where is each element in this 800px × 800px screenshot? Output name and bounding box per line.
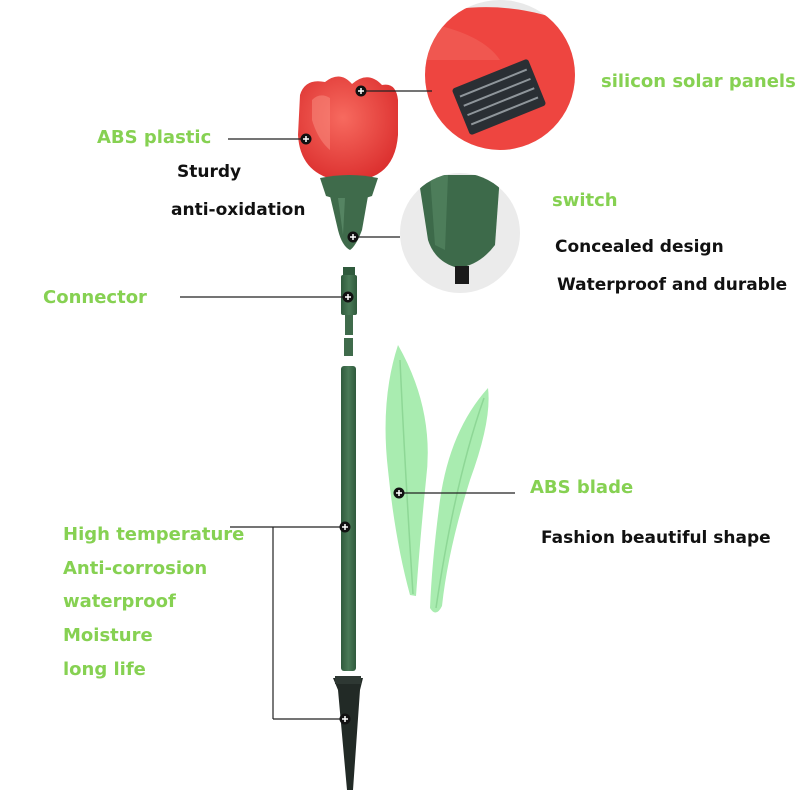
- label-moisture: Moisture: [63, 625, 153, 646]
- connector-part: [341, 267, 357, 356]
- label-waterproof-durable: Waterproof and durable: [557, 275, 788, 295]
- label-fashion-shape: Fashion beautiful shape: [541, 528, 771, 548]
- abs-leaves: [385, 345, 489, 613]
- marker-plus-icon: [300, 85, 405, 725]
- label-long-life: long life: [63, 659, 146, 680]
- label-abs-blade: ABS blade: [530, 477, 634, 498]
- solar-panel-zoom-circle: [425, 0, 575, 150]
- ground-spike: [333, 676, 363, 790]
- solar-panel: [452, 59, 546, 135]
- label-connector: Connector: [43, 287, 147, 308]
- stem-part: [341, 366, 356, 671]
- label-concealed-design: Concealed design: [555, 237, 724, 257]
- label-waterproof: waterproof: [63, 591, 176, 612]
- label-anti-oxidation: anti-oxidation: [171, 200, 306, 220]
- label-silicon-solar-panels: silicon solar panels: [601, 71, 796, 92]
- switch-zoom-circle: [400, 173, 520, 293]
- label-high-temperature: High temperature: [63, 524, 245, 545]
- label-anti-corrosion: Anti-corrosion: [63, 558, 208, 579]
- tulip-flower-head: [298, 76, 398, 250]
- label-switch: switch: [552, 190, 618, 211]
- leader-lines: [180, 90, 515, 720]
- label-abs-plastic: ABS plastic: [97, 127, 212, 148]
- label-sturdy: Sturdy: [177, 162, 242, 182]
